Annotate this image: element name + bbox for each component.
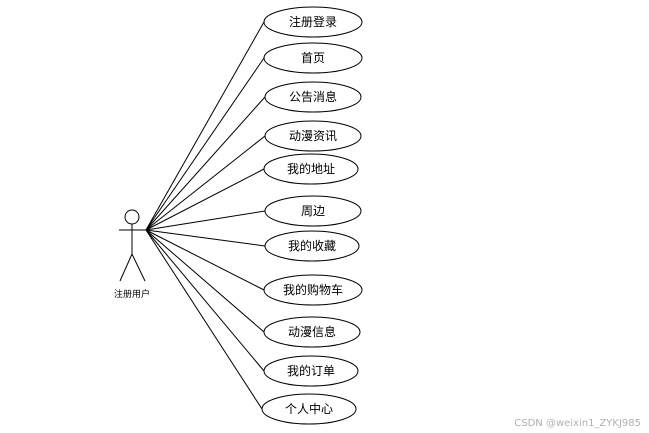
use-case-label: 我的收藏	[288, 238, 336, 253]
use-case-label: 我的订单	[287, 363, 335, 378]
use-case: 动漫资讯	[264, 120, 362, 152]
association-line	[145, 135, 266, 231]
use-case: 我的购物车	[263, 274, 363, 306]
actor-left-leg	[119, 253, 133, 282]
association-line	[145, 210, 266, 231]
use-case-ellipse	[263, 355, 359, 387]
use-case: 我的订单	[263, 355, 359, 387]
association-line	[145, 229, 265, 333]
association-line	[145, 96, 266, 231]
use-case-label: 个人中心	[285, 401, 333, 416]
use-case: 周边	[264, 195, 362, 227]
use-case: 注册登录	[263, 6, 363, 38]
association-line	[145, 21, 265, 231]
use-case-ellipse	[263, 42, 363, 74]
use-case: 个人中心	[261, 393, 357, 425]
actor-right-leg	[131, 253, 146, 282]
use-case-ellipse	[263, 274, 363, 306]
use-case-label: 动漫信息	[288, 324, 336, 339]
use-case-ellipse	[264, 120, 362, 152]
use-case-ellipse	[263, 153, 359, 185]
use-case: 我的地址	[263, 153, 359, 185]
association-line	[145, 229, 263, 410]
use-case-ellipse	[264, 81, 362, 113]
actor-label: 注册用户	[114, 288, 150, 300]
use-case-ellipse	[264, 195, 362, 227]
use-case: 我的收藏	[264, 230, 360, 262]
use-case-label: 周边	[301, 204, 325, 218]
use-case: 动漫信息	[263, 316, 361, 348]
use-case: 公告消息	[264, 81, 362, 113]
use-case-label: 动漫资讯	[289, 129, 337, 143]
actor-head	[124, 209, 140, 225]
association-line	[145, 229, 266, 247]
use-case-group: 注册登录首页公告消息动漫资讯我的地址周边我的收藏我的购物车动漫信息我的订单个人中…	[261, 6, 363, 425]
use-case-ellipse	[261, 393, 357, 425]
association-lines	[145, 21, 266, 410]
use-case-label: 注册登录	[289, 14, 337, 29]
use-case-label: 我的地址	[287, 161, 335, 176]
association-line	[145, 229, 265, 291]
use-case-ellipse	[264, 230, 360, 262]
actor-registered-user: 注册用户	[114, 209, 150, 300]
use-case: 首页	[263, 42, 363, 74]
use-case-ellipse	[263, 316, 361, 348]
association-line	[145, 229, 265, 372]
association-line	[145, 168, 265, 231]
use-case-label: 首页	[301, 51, 325, 65]
use-case-label: 公告消息	[289, 89, 337, 104]
use-case-ellipse	[263, 6, 363, 38]
use-case-label: 我的购物车	[283, 282, 343, 297]
watermark-text: CSDN @weixin1_ZYKJ985	[514, 418, 641, 429]
association-line	[145, 57, 265, 231]
